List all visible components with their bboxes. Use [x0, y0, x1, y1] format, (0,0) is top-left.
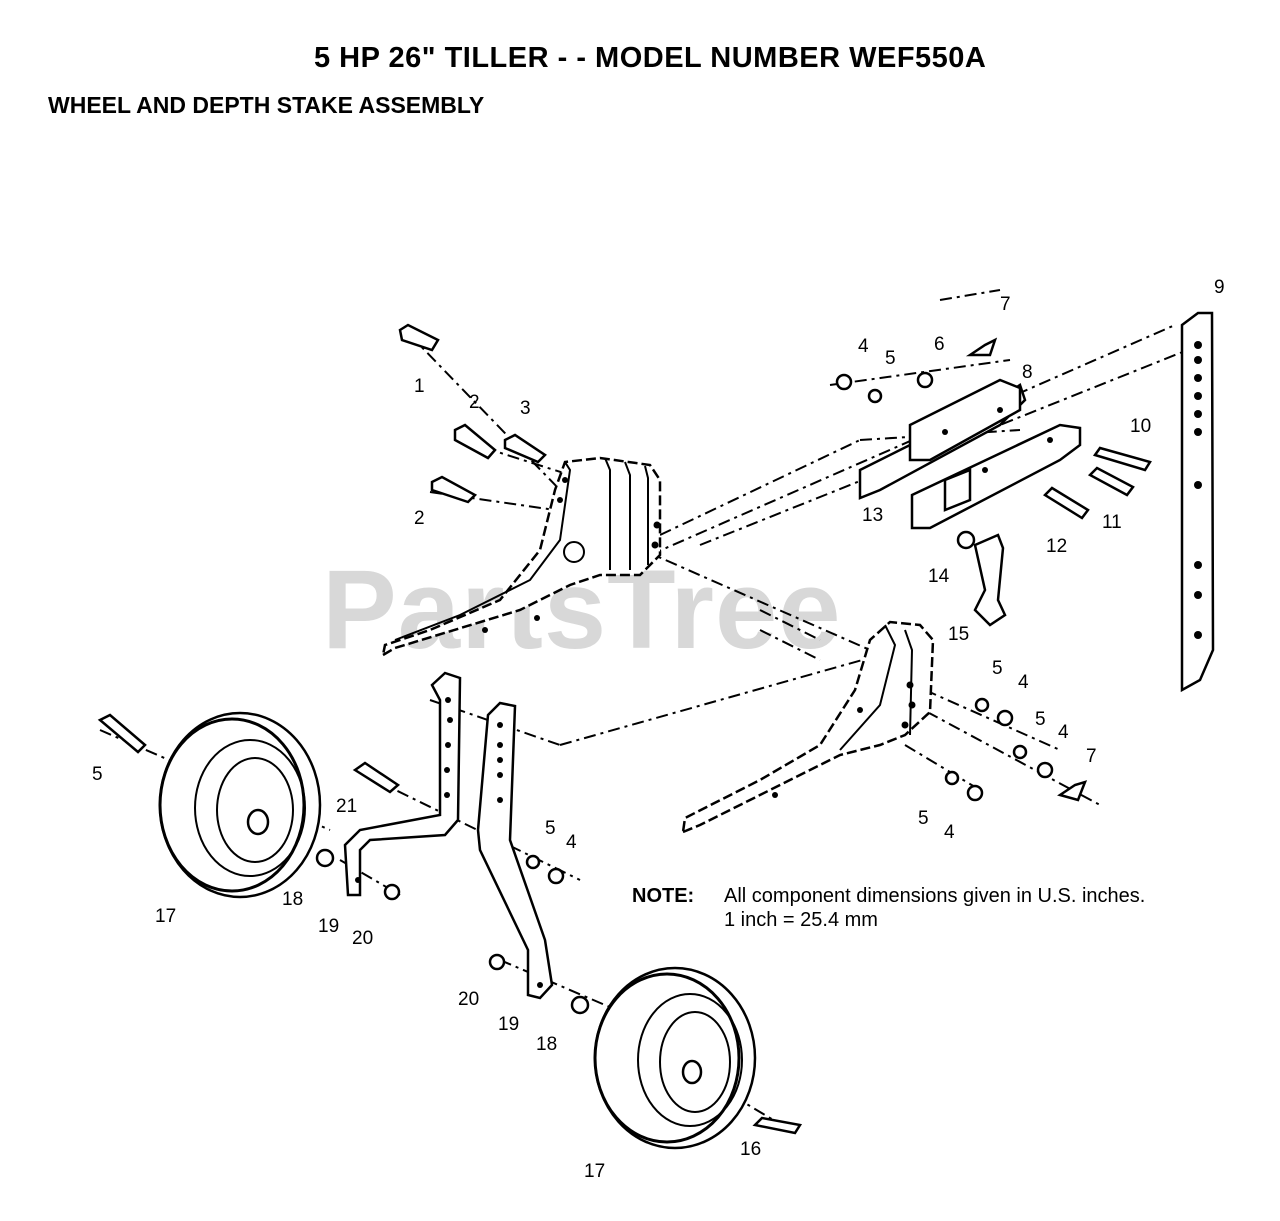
callout-9: 9 [1214, 277, 1225, 298]
note-line-1: All component dimensions given in U.S. i… [724, 885, 1146, 907]
callout-1: 1 [414, 376, 425, 397]
callout-21: 21 [336, 796, 357, 817]
stake-lock-pin [956, 530, 1007, 627]
wheel-bracket-upper [343, 671, 462, 897]
left-frame-bracket [381, 456, 662, 658]
callout-13: 13 [862, 505, 883, 526]
callout-5: 5 [918, 808, 929, 829]
callout-2: 2 [469, 392, 480, 413]
callout-12: 12 [1046, 536, 1067, 557]
wheel-upper-left [158, 711, 322, 899]
callout-5: 5 [545, 818, 556, 839]
callout-16: 16 [740, 1139, 761, 1160]
callout-19: 19 [498, 1014, 519, 1035]
hardware [97, 323, 1152, 1135]
right-frame-bracket [681, 620, 935, 834]
callout-11: 11 [1102, 512, 1122, 533]
callout-4: 4 [1058, 722, 1069, 743]
callout-4: 4 [858, 336, 869, 357]
callout-18: 18 [536, 1034, 557, 1055]
callout-10: 10 [1130, 416, 1151, 437]
callout-19: 19 [318, 916, 339, 937]
callout-5: 5 [1035, 709, 1046, 730]
note-label: NOTE: [632, 885, 695, 907]
callout-2: 2 [414, 508, 425, 529]
callout-7: 7 [1086, 746, 1097, 767]
callout-15: 15 [948, 624, 969, 645]
callout-4: 4 [566, 832, 577, 853]
callout-8: 8 [1022, 362, 1033, 383]
dimensions-note: NOTE: All component dimensions given in U… [632, 884, 1145, 932]
callout-14: 14 [928, 566, 950, 587]
callout-4: 4 [944, 822, 955, 843]
wheel-lower-right [593, 966, 757, 1150]
callout-5: 5 [92, 764, 103, 785]
wheel-bracket-lower [476, 701, 554, 1000]
callout-6: 6 [934, 334, 945, 355]
callouts: 1 2 3 2 4 5 6 7 8 9 10 11 12 13 14 15 5 … [92, 277, 1225, 1182]
callout-17: 17 [584, 1161, 605, 1182]
callout-7: 7 [1000, 294, 1011, 315]
clamp-plates [858, 378, 1082, 530]
depth-stake-bar [1180, 311, 1215, 693]
page-title: 5 HP 26" TILLER - - MODEL NUMBER WEF550A [314, 42, 987, 74]
callout-20: 20 [458, 989, 479, 1010]
assembly-subtitle: WHEEL AND DEPTH STAKE ASSEMBLY [48, 92, 485, 118]
callout-3: 3 [520, 398, 531, 419]
callout-5: 5 [885, 348, 896, 369]
callout-17: 17 [155, 906, 176, 927]
note-line-2: 1 inch = 25.4 mm [724, 909, 878, 931]
callout-20: 20 [352, 928, 373, 949]
callout-5: 5 [992, 658, 1003, 679]
callout-4: 4 [1018, 672, 1029, 693]
callout-18: 18 [282, 889, 303, 910]
